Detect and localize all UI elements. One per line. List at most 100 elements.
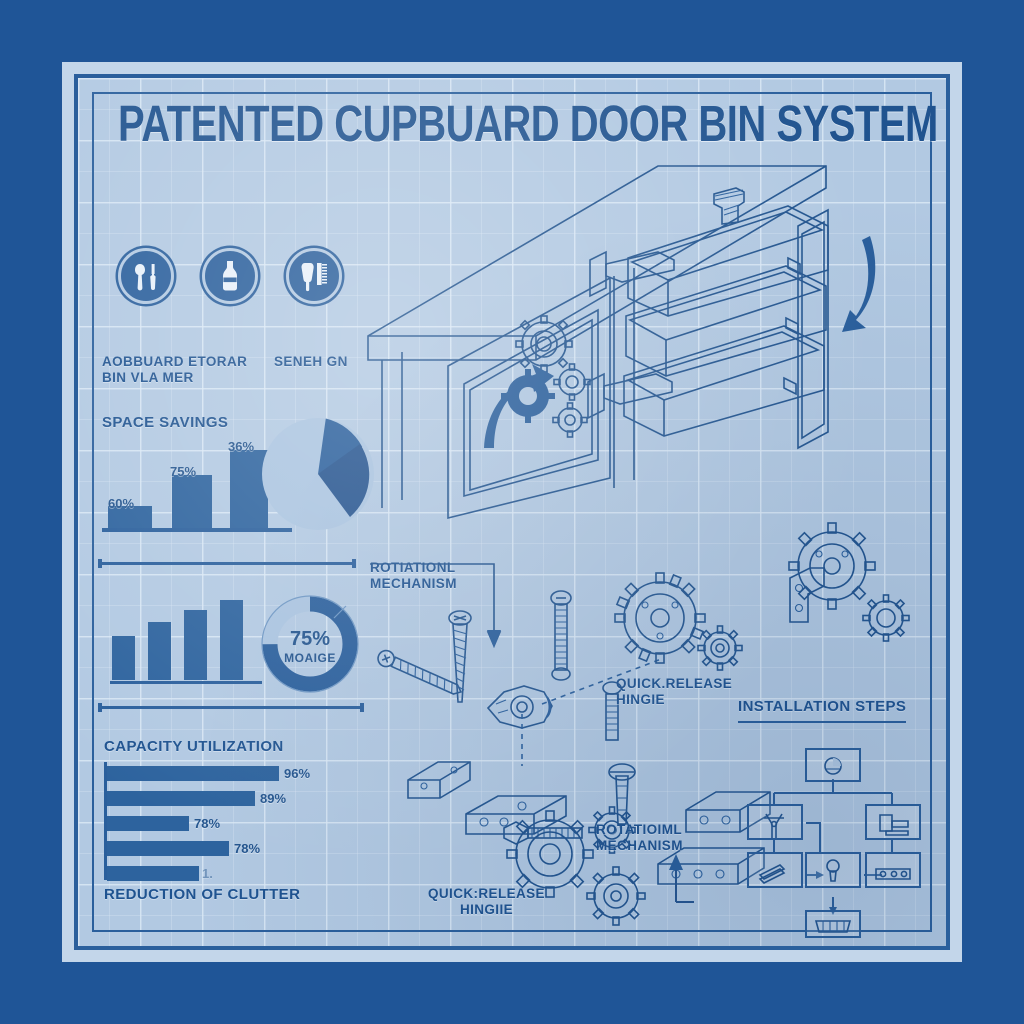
- shelf-top: [367, 165, 827, 361]
- annotation-rot-top-line1: ROTIATIONL: [370, 560, 456, 575]
- donut-value-arc: [262, 596, 358, 692]
- bar-1: [108, 506, 152, 528]
- toothbrush-glyph: [301, 263, 327, 292]
- jar-in-top-bin: [713, 187, 745, 225]
- hbar-5-value: 1.: [202, 866, 213, 881]
- capacity-trend-bar-chart: [110, 598, 270, 684]
- annotation-quick-release-mid: QUICK.RELEASE HINGIE: [616, 676, 732, 709]
- gear-cluster-bottom-small-a: [588, 806, 636, 854]
- callout-arrow-rotational-top: [487, 630, 501, 648]
- storage-donut-chart: 75% MOAIGE: [256, 590, 364, 698]
- space-savings-bar-chart: 60% 75% 36%: [102, 438, 292, 532]
- page-title: PATENTED CUPBUARD DOOR BIN SYSTEM: [118, 96, 938, 153]
- leader-quick-release: [541, 657, 665, 705]
- step-box-4[interactable]: [747, 852, 803, 889]
- trend-bar-4: [220, 600, 243, 680]
- hbar-3-value: 78%: [194, 816, 221, 831]
- mounting-block: [465, 795, 567, 835]
- step-box-7[interactable]: [805, 910, 861, 939]
- l-bracket: [789, 567, 825, 623]
- icon-caption-2-line1: SENEH GN: [274, 354, 348, 369]
- icon-caption-2: SENEH GN: [274, 354, 414, 370]
- inner-border-rule: [92, 92, 932, 932]
- icon-caption-1-line2: BIN VLA MER: [102, 370, 194, 386]
- large-gear: [614, 572, 706, 664]
- rail-icon: [875, 868, 911, 881]
- trend-bar-2: [148, 622, 171, 680]
- trend-baseline: [110, 681, 262, 684]
- flow-arrow-left: [816, 871, 824, 880]
- drill-icon: [824, 757, 842, 776]
- corner-bracket: [407, 761, 471, 799]
- hbar-4-value: 78%: [234, 841, 261, 856]
- small-gear: [697, 625, 743, 671]
- gear-far-right-small: [862, 594, 910, 642]
- anchor-plate: [685, 791, 771, 833]
- slide-arm-upper: [589, 250, 675, 298]
- annotation-qr-bot-line1: QUICK:RELEASE: [428, 886, 545, 901]
- reduction-of-clutter-label: REDUCTION OF CLUTTER: [104, 886, 301, 903]
- hbar-1-value: 96%: [284, 766, 311, 781]
- curved-arrow-right: [842, 236, 876, 332]
- screws-icon: [758, 864, 786, 885]
- annotation-rot-top-line2: MECHANISM: [370, 576, 457, 592]
- exploded-hardware-diagram: [364, 498, 924, 926]
- wood-screw-short: [448, 610, 472, 703]
- annotation-rot-bot-line2: MECHANISM: [596, 838, 683, 854]
- side-panel: [797, 208, 829, 450]
- annotation-qr-mid-line1: QUICK.RELEASE: [616, 676, 733, 691]
- flow-connectors: [773, 779, 893, 912]
- hbar-axis: [104, 762, 107, 880]
- annotation-rotational-mechanism-bottom: ROTATIOIML MECHANISM: [596, 822, 683, 855]
- trend-bar-1: [112, 636, 135, 680]
- bin-icon: [814, 920, 852, 934]
- installation-steps-heading: INSTALLATION STEPS: [738, 698, 907, 724]
- pie-slice-a: [318, 418, 363, 474]
- step-box-6[interactable]: [865, 852, 921, 889]
- section-divider-1: [98, 559, 356, 568]
- gear-far-right: [788, 522, 876, 610]
- donut-center-label: MOAIGE: [284, 651, 336, 665]
- capacity-utilization-chart: 96% 89% 78% 78% 1.: [104, 762, 364, 881]
- bottle-icon: [202, 248, 258, 304]
- installation-steps-panel: INSTALLATION STEPS: [738, 698, 928, 939]
- step-box-5[interactable]: [805, 852, 861, 889]
- cutlery-icon: [118, 248, 174, 304]
- annotation-quick-release-bottom: QUICK:RELEASE HINGIIE: [428, 886, 545, 919]
- donut-center-text: 75% MOAIGE: [256, 628, 364, 665]
- step-box-3[interactable]: [865, 804, 921, 841]
- step-box-2[interactable]: [747, 804, 803, 841]
- bar-3: [230, 450, 268, 528]
- dowel-pin: [608, 763, 636, 825]
- step-box-1[interactable]: [805, 748, 861, 783]
- icon-caption-1-line1: AOBBUARD ETORAR: [102, 354, 248, 369]
- section-divider-2: [98, 703, 364, 712]
- bar-2-value: 75%: [170, 464, 197, 479]
- bin-middle: [625, 265, 827, 377]
- curved-arrow-left: [484, 364, 554, 448]
- cabinet-left-post: [381, 352, 403, 508]
- hbar-2-value: 89%: [260, 791, 287, 806]
- bar-chart-baseline: [102, 528, 292, 532]
- trend-bar-3: [184, 610, 207, 680]
- bracket-stack-icon: [879, 814, 909, 837]
- hbar-4: [107, 841, 229, 856]
- hbar-2: [107, 791, 255, 806]
- gear-cluster-bottom: [506, 810, 594, 898]
- cabinet-back-panel: [613, 268, 635, 488]
- hinge-body: [486, 685, 553, 729]
- callout-arrow-rotational-bottom: [669, 854, 683, 870]
- annotation-rotational-mechanism-top: ROTIATIONL MECHANISM: [370, 560, 457, 593]
- space-savings-title: SPACE SAVINGS: [102, 414, 229, 431]
- wood-screw-long: [377, 649, 463, 695]
- knob-icon: [826, 859, 840, 883]
- bar-2: [172, 475, 212, 528]
- cutlery-glyph: [135, 264, 156, 291]
- space-savings-pie-chart: [258, 414, 378, 534]
- bottle-glyph: [223, 261, 237, 291]
- icon-caption-1: AOBBUARD ETORAR BIN VLA MER: [102, 354, 272, 387]
- installation-flowchart: [747, 748, 921, 939]
- pliers-icon: [764, 813, 784, 839]
- annotation-qr-bot-line2: HINGIIE: [459, 902, 514, 918]
